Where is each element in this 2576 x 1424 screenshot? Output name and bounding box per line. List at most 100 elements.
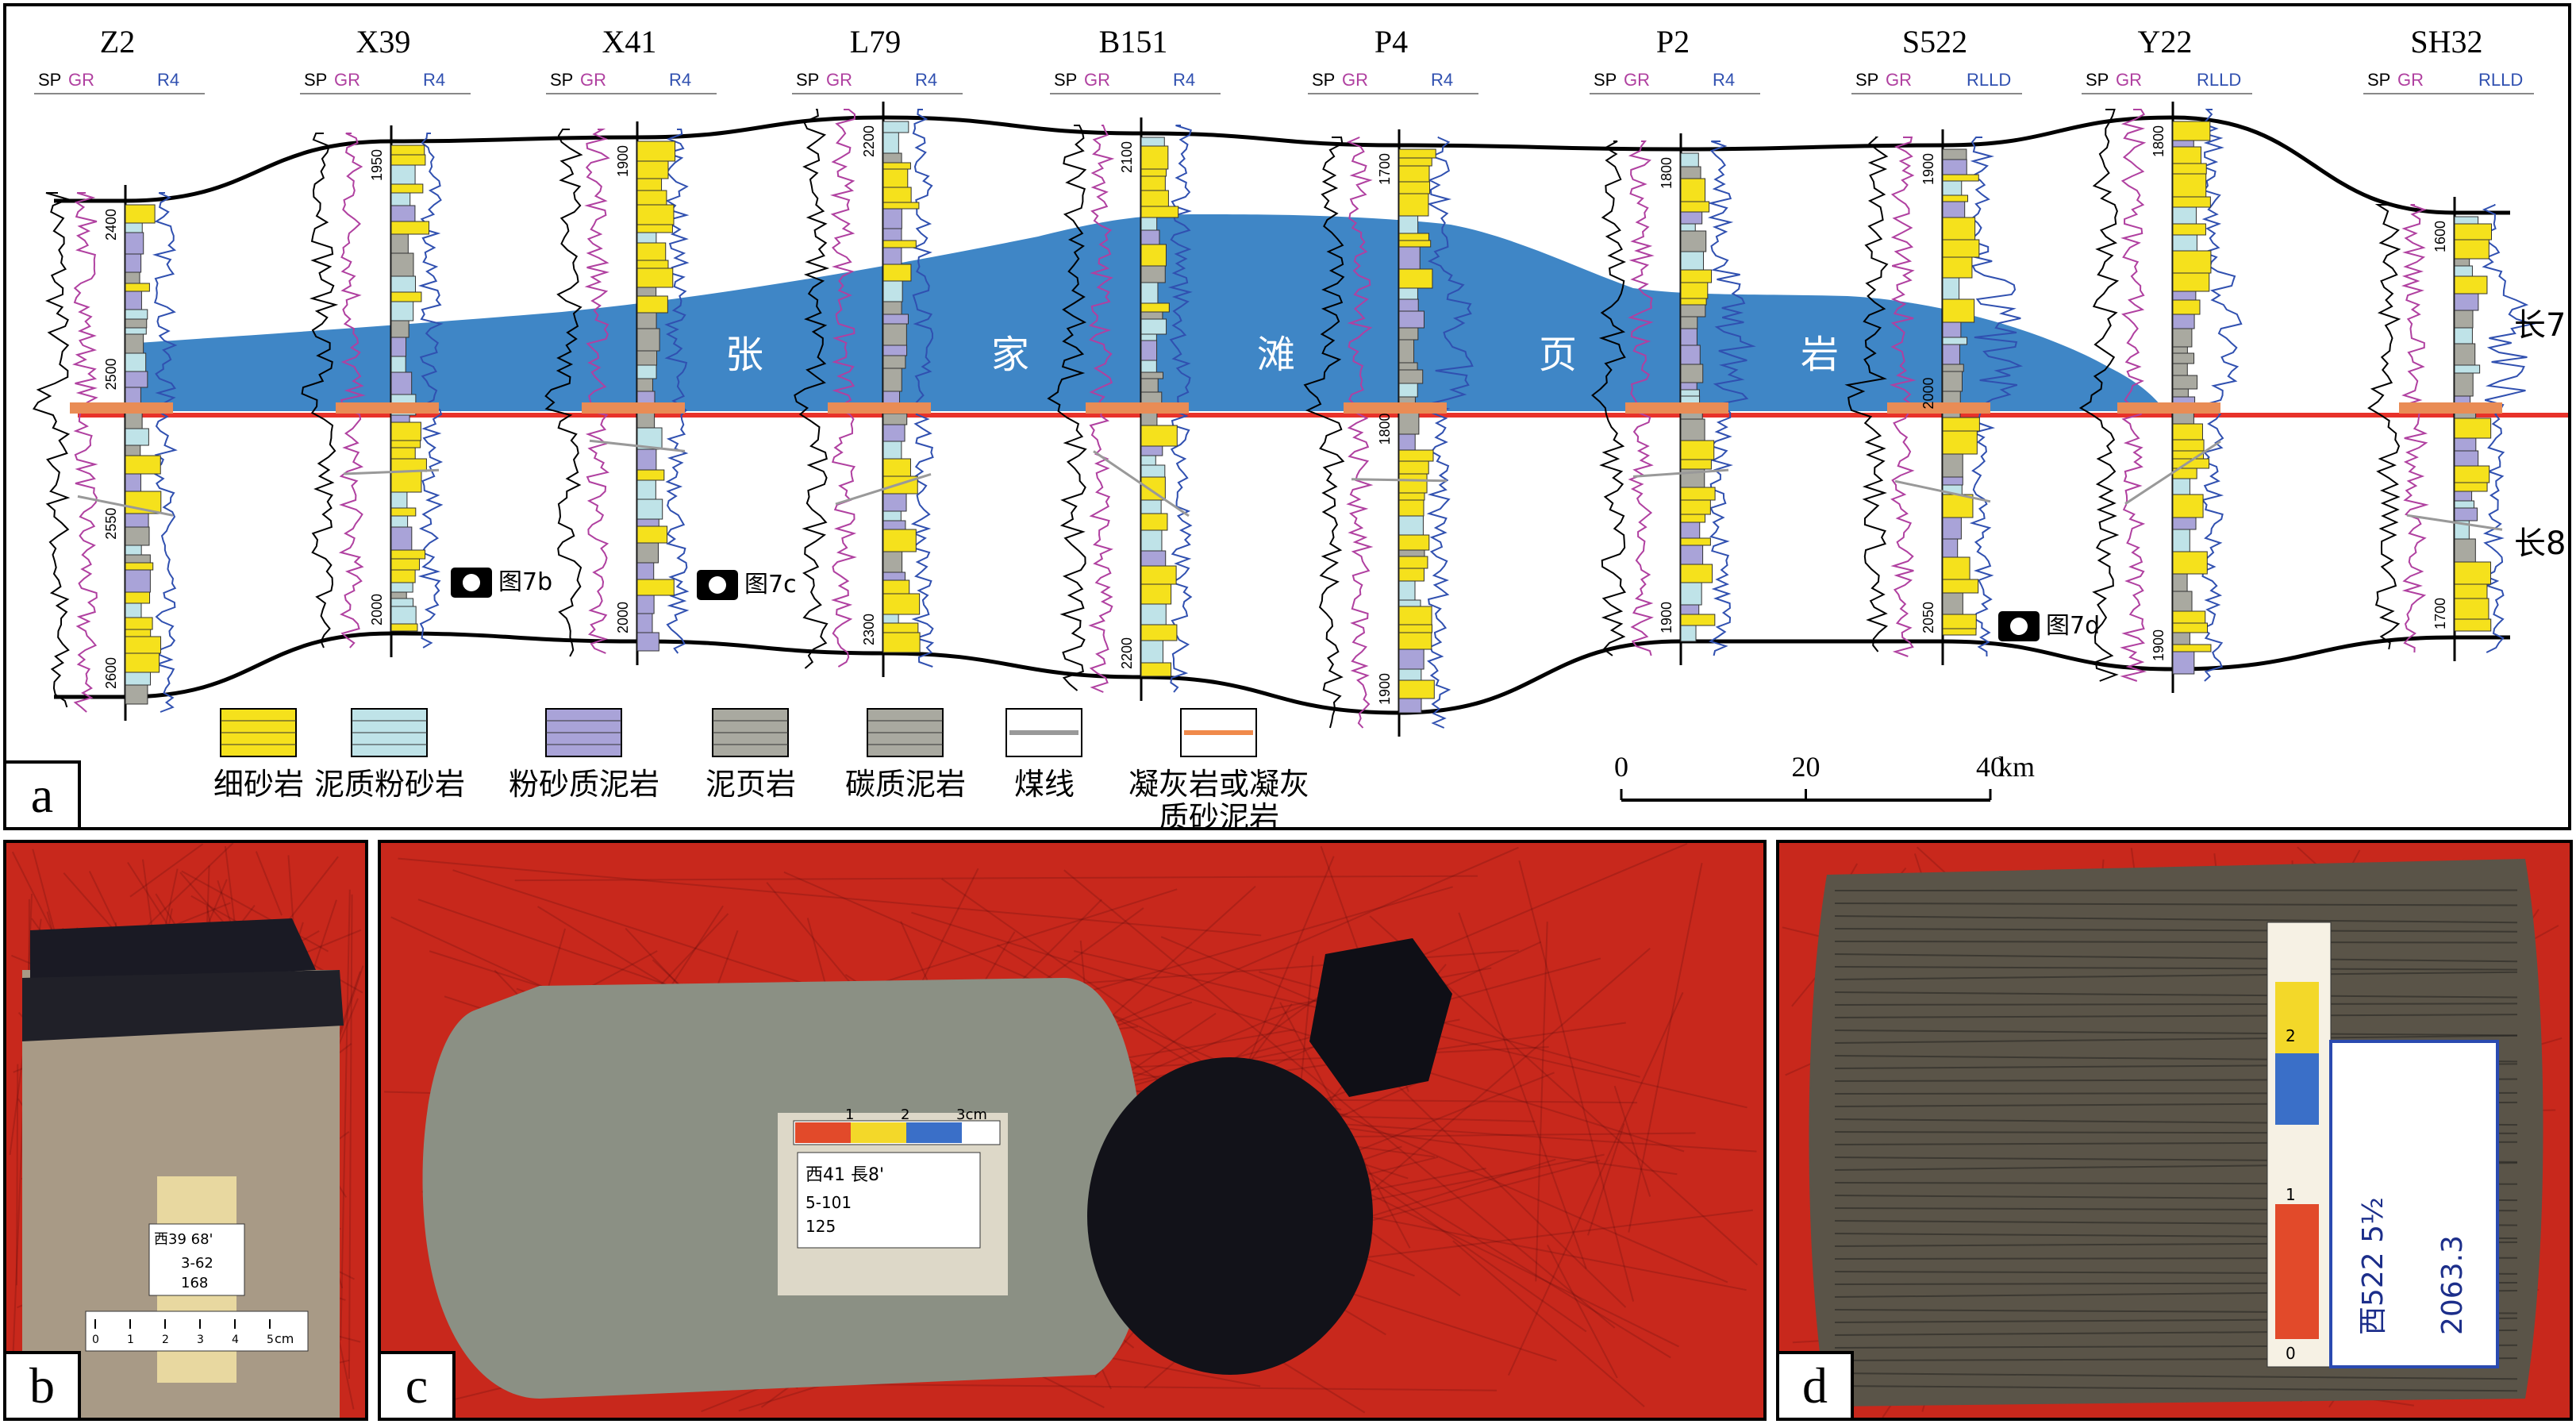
backdrop-fold <box>1507 991 1684 1376</box>
header-gr: GR <box>68 70 94 90</box>
lithology-bed <box>882 551 903 573</box>
lithology-bed <box>2172 234 2197 252</box>
color-scale-yellow <box>851 1122 906 1143</box>
cm-scale-label: 4 <box>232 1334 239 1346</box>
lithology-bed <box>2172 173 2207 198</box>
cm-scale-label: 5 <box>267 1334 274 1346</box>
lithology-bed <box>1680 537 1711 546</box>
lithology-bed <box>882 314 909 325</box>
lithology-bed <box>1140 464 1166 478</box>
gr-log-curve <box>1628 140 1655 656</box>
lithology-bed <box>125 526 150 546</box>
lithology-bed <box>882 593 921 615</box>
header-gr: GR <box>2397 70 2424 90</box>
legend-mud-shale: 泥页岩 <box>706 708 796 802</box>
lithology-bed <box>882 264 912 282</box>
lithology-bed <box>1140 550 1167 567</box>
backdrop-fold <box>1240 856 1335 1078</box>
lithology-bed <box>1680 582 1702 606</box>
lithology-bed <box>125 327 147 335</box>
resistivity-log-curve <box>417 133 444 648</box>
header-sp: SP <box>304 70 327 90</box>
backdrop-fold <box>129 843 204 898</box>
lamination-line <box>1834 889 2518 891</box>
lithology-bed <box>390 414 410 423</box>
lithology-bed <box>2454 538 2476 563</box>
lithology-bed <box>1140 445 1163 456</box>
well-name: S522 <box>1902 24 1967 60</box>
lithology-bed <box>882 280 903 302</box>
lithology-bed <box>390 301 414 321</box>
legend-carbonaceous-mudstone: 碳质泥岩 <box>845 708 966 802</box>
gr-log-curve <box>338 133 366 648</box>
tuff-layer <box>582 402 685 414</box>
lithology-bed <box>390 526 413 551</box>
lamination-line <box>1834 953 2518 963</box>
lithology-bed <box>882 187 912 203</box>
coal-line-marker <box>77 495 174 517</box>
lamination-line <box>1834 1030 2518 1037</box>
lithology-bed <box>1140 624 1178 641</box>
lithology-bed <box>1942 556 1970 580</box>
depth-label: 2500 <box>103 358 119 390</box>
lithology-bed <box>390 606 417 625</box>
lithology-bed <box>1140 565 1177 585</box>
header-resistivity: R4 <box>423 70 445 90</box>
lithology-bed <box>1680 230 1707 252</box>
tuff-layer <box>2117 402 2220 414</box>
cm-scale-label: 3 <box>197 1334 204 1346</box>
lithology-bed <box>2454 450 2479 467</box>
header-sp: SP <box>1855 70 1878 90</box>
legend-coal-line: 煤线 <box>1005 708 1082 802</box>
legend-label: 泥质粉砂岩 <box>314 767 465 802</box>
header-gr: GR <box>334 70 360 90</box>
scale-blue <box>2275 1053 2319 1125</box>
coal-line-marker <box>589 439 686 452</box>
lithology-bed <box>1680 344 1701 365</box>
gr-log-curve <box>71 192 98 713</box>
lithology-bed <box>1140 145 1169 170</box>
lithology-bed <box>1680 201 1710 213</box>
well-name: L79 <box>850 24 901 60</box>
member-chang8-label: 长8 <box>2514 525 2566 562</box>
lithology-bed <box>125 309 148 320</box>
lithology-bed <box>1140 378 1159 393</box>
core-tag-text2: 5-101 <box>805 1193 852 1212</box>
sp-log-curve <box>2078 109 2120 682</box>
vertical-scale-label: 2 <box>2286 1026 2296 1045</box>
lithology-bed <box>1398 240 1432 248</box>
camera-lens-icon <box>2010 618 2028 635</box>
backdrop-fold <box>911 911 1685 1153</box>
lithology-bed <box>1942 321 1962 338</box>
lithology-bed <box>882 121 909 133</box>
lithology-bed <box>636 242 667 261</box>
lithology-bed <box>636 562 655 580</box>
figure-ref-3: 图7d <box>1998 611 2100 641</box>
lithology-bed <box>2454 437 2477 452</box>
lithology-bed <box>636 525 668 544</box>
lithology-bed <box>636 542 659 564</box>
resistivity-log-curve <box>2482 204 2536 653</box>
core-tag-text2: 3-62 <box>181 1255 213 1272</box>
depth-label: 2100 <box>1119 141 1135 173</box>
lithology-bed <box>125 554 151 564</box>
chang8-bottom-boundary <box>54 631 2510 715</box>
lithology-bed <box>1398 233 1429 241</box>
lithology-bed <box>1140 168 1167 177</box>
sp-log-curve <box>544 129 583 657</box>
sp-log-curve <box>301 133 339 648</box>
lithology-bed <box>882 162 911 170</box>
lithology-bed <box>1140 640 1163 664</box>
backdrop-fold <box>1452 1240 1645 1407</box>
lithology-bed <box>1680 211 1703 225</box>
depth-label: 2000 <box>369 594 385 625</box>
lithology-bed <box>390 164 416 185</box>
shale-name-char: 滩 <box>1257 333 1295 377</box>
